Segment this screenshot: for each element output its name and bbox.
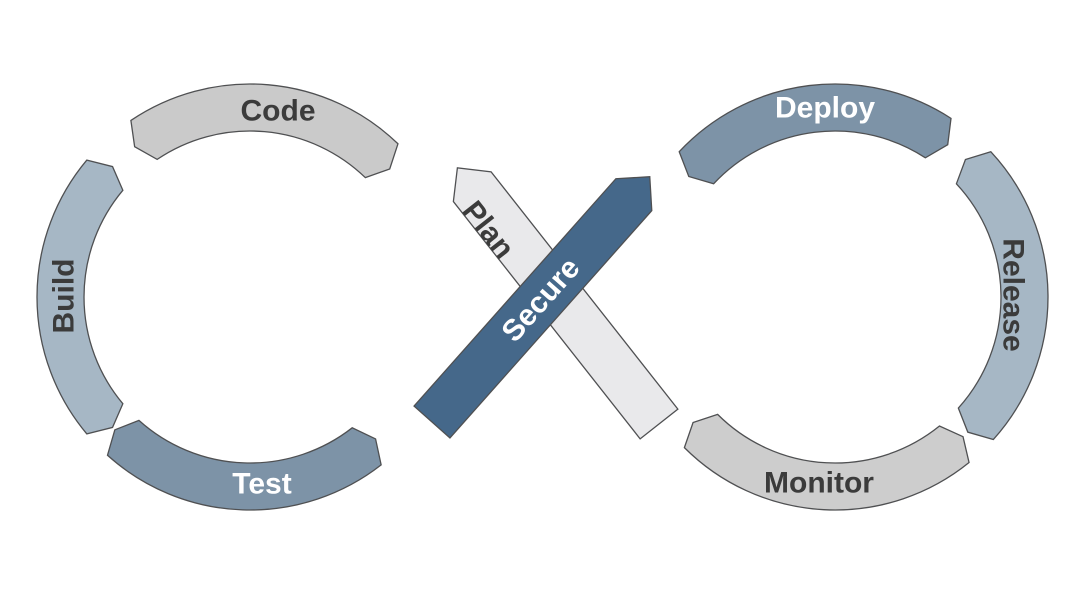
arc-code <box>130 83 399 179</box>
label-code: Code <box>241 95 316 128</box>
arc-test <box>106 419 382 511</box>
arc-deploy <box>678 83 952 185</box>
band-secure <box>413 176 653 439</box>
arc-monitor <box>683 413 970 511</box>
label-test: Test <box>232 468 291 501</box>
label-deploy: Deploy <box>775 92 875 125</box>
arc-release <box>955 150 1049 441</box>
arc-build <box>36 159 124 435</box>
label-monitor: Monitor <box>764 467 874 500</box>
label-release: Release <box>997 238 1030 351</box>
label-build: Build <box>48 259 81 334</box>
